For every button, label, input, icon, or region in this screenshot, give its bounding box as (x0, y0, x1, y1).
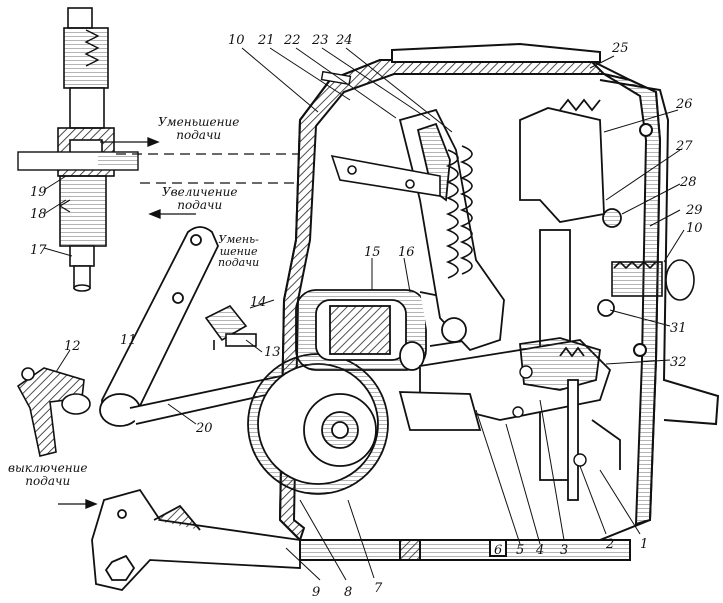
increase-feed-line2: подачи (177, 197, 223, 212)
callout-12: 12 (64, 339, 81, 354)
corrector-mechanism (398, 337, 621, 501)
shutoff-lever (91, 488, 301, 591)
callout-18: 18 (30, 207, 47, 222)
governor-spring (445, 145, 473, 279)
callout-13: 13 (264, 345, 281, 360)
decrease-feed-small-label: Умень- шение подачи (218, 234, 259, 269)
callout-27: 27 (675, 139, 693, 154)
stop-screw-assembly (611, 259, 695, 301)
callout-21: 21 (257, 33, 275, 48)
callout-31: 31 (670, 321, 687, 336)
callout-6: 6 (494, 543, 502, 558)
decrease-feed-label: Уменьшение подачи (158, 116, 239, 141)
callout-32: 32 (670, 355, 687, 370)
callout-20: 20 (195, 421, 213, 436)
callout-1: 1 (640, 537, 648, 552)
decrease-feed-line2: подачи (176, 127, 222, 142)
callout-7: 7 (374, 581, 383, 596)
shutoff-feed-label: выключение подачи (8, 462, 87, 487)
callout-8: 8 (344, 585, 352, 600)
injector-assembly (57, 7, 115, 292)
shutoff-feed-line1: выключение (8, 461, 88, 475)
callout-25: 25 (611, 41, 629, 56)
callout-24: 24 (335, 33, 353, 48)
callout-28: 28 (679, 175, 697, 190)
callout-2: 2 (605, 537, 614, 552)
callout-23: 23 (311, 33, 329, 48)
callout-14: 14 (250, 295, 267, 310)
callout-leaders (43, 47, 685, 581)
callout-10-right: 10 (686, 221, 703, 236)
callout-29: 29 (685, 203, 703, 218)
callout-16: 16 (398, 245, 415, 260)
callout-5: 5 (516, 543, 524, 558)
decrease-feed-line1: Уменьшение (158, 115, 240, 129)
drive-gear (247, 353, 389, 495)
adjusting-screw (204, 304, 257, 350)
callout-3: 3 (560, 543, 568, 558)
callout-19: 19 (30, 185, 47, 200)
increase-feed-line1: Увеличение (162, 185, 238, 199)
governor-lever (398, 108, 505, 352)
decrease-feed-small-line2: шение (219, 244, 258, 258)
stop-bracket (16, 367, 91, 457)
callout-9: 9 (312, 585, 320, 600)
callout-4: 4 (535, 543, 544, 558)
shutoff-feed-line2: подачи (25, 473, 71, 488)
callout-11: 11 (120, 333, 137, 348)
callout-22: 22 (283, 33, 301, 48)
callout-numbers: 10 21 22 23 24 25 26 27 28 29 10 31 32 1… (30, 33, 703, 600)
callout-15: 15 (364, 245, 381, 260)
increase-feed-label: Увеличение подачи (162, 186, 237, 211)
rack-link (330, 154, 441, 197)
callout-17: 17 (30, 243, 47, 258)
flyweight-shaft (295, 289, 472, 371)
callout-10-top: 10 (228, 33, 245, 48)
decrease-feed-small-line3: подачи (218, 256, 260, 270)
callout-26: 26 (675, 97, 693, 112)
decrease-feed-small-line1: Умень- (218, 233, 259, 246)
